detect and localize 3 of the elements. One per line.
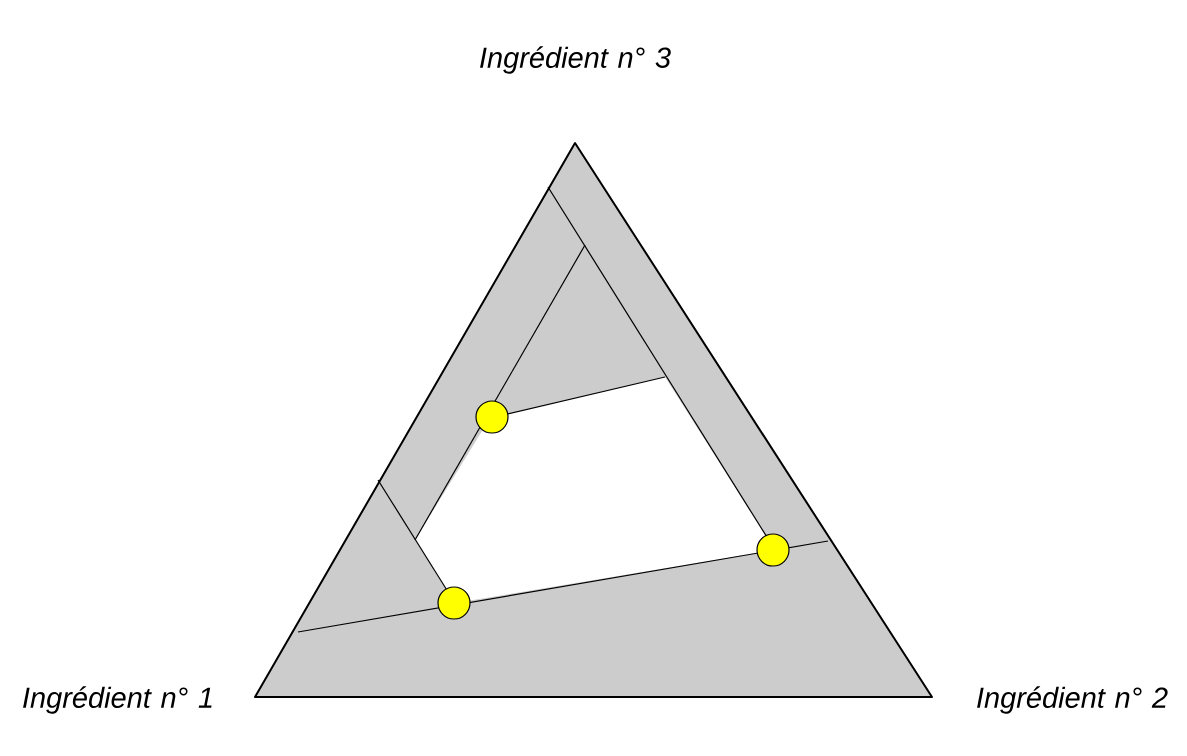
vertex-label: Ingrédient n° 3	[480, 46, 671, 74]
vertex-label: Ingrédient n° 1	[23, 686, 212, 714]
vertex-label: Ingrédient n° 2	[977, 686, 1168, 714]
